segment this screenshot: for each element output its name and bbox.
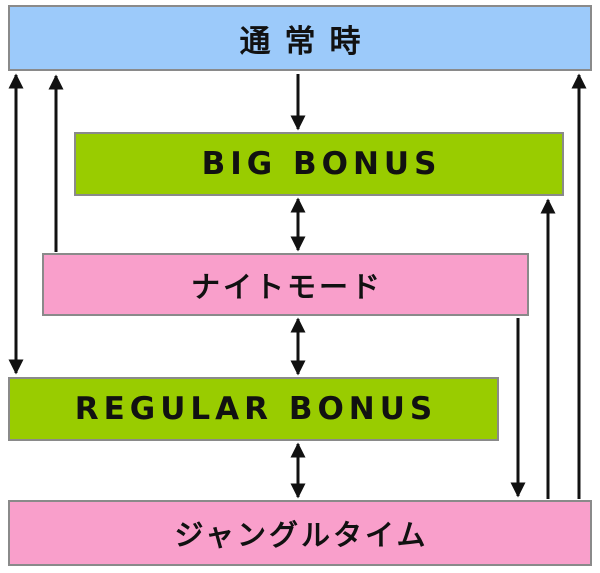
node-night-mode: ナイトモード — [42, 253, 529, 316]
node-jungle-time: ジャングルタイム — [8, 500, 592, 566]
node-night-mode-label: ナイトモード — [190, 269, 383, 304]
node-normal: 通常時 — [8, 5, 592, 71]
node-normal-label: 通常時 — [239, 23, 375, 60]
node-big-bonus: BIG BONUS — [74, 132, 564, 196]
node-regular-bonus-label: REGULAR BONUS — [74, 391, 438, 427]
node-big-bonus-label: BIG BONUS — [201, 146, 442, 182]
node-regular-bonus: REGULAR BONUS — [8, 377, 499, 441]
node-jungle-time-label: ジャングルタイム — [174, 518, 429, 552]
